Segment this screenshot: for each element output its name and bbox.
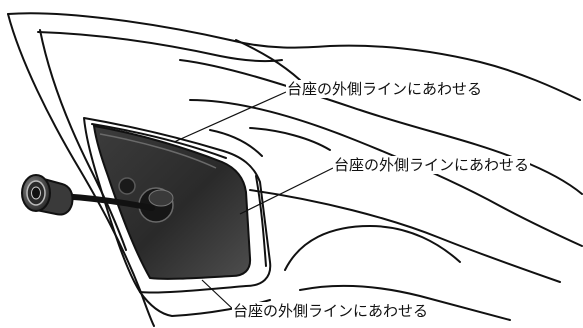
leader-bottom xyxy=(201,279,237,313)
pillar-left-inner xyxy=(39,29,127,251)
body-outer-edge xyxy=(7,12,581,101)
base-plate xyxy=(83,117,272,294)
body-inner-edge xyxy=(37,31,283,63)
callout-label-middle: 台座の外側ラインにあわせる xyxy=(333,156,531,174)
lower-contour xyxy=(299,284,511,321)
bulge-curve xyxy=(284,225,461,271)
rear-camera xyxy=(21,174,74,216)
camera-lens xyxy=(31,186,41,200)
mid-ridge xyxy=(249,127,331,151)
roof-curve xyxy=(235,39,301,81)
base-plate-inner-line xyxy=(91,123,227,159)
body-sweep xyxy=(179,59,583,195)
base-plate-side xyxy=(255,175,267,267)
callout-label-bottom: 台座の外側ラインにあわせる xyxy=(232,302,430,320)
mount-hole-small xyxy=(118,177,136,195)
lower-sweep xyxy=(249,189,561,283)
leader-top xyxy=(173,91,287,143)
callout-label-top: 台座の外側ラインにあわせる xyxy=(286,80,484,98)
recess-edge xyxy=(209,129,263,157)
bracket-highlight xyxy=(99,133,217,169)
mount-hole-rim xyxy=(148,189,174,207)
leader-middle xyxy=(239,167,334,215)
leader-lines xyxy=(173,91,334,313)
